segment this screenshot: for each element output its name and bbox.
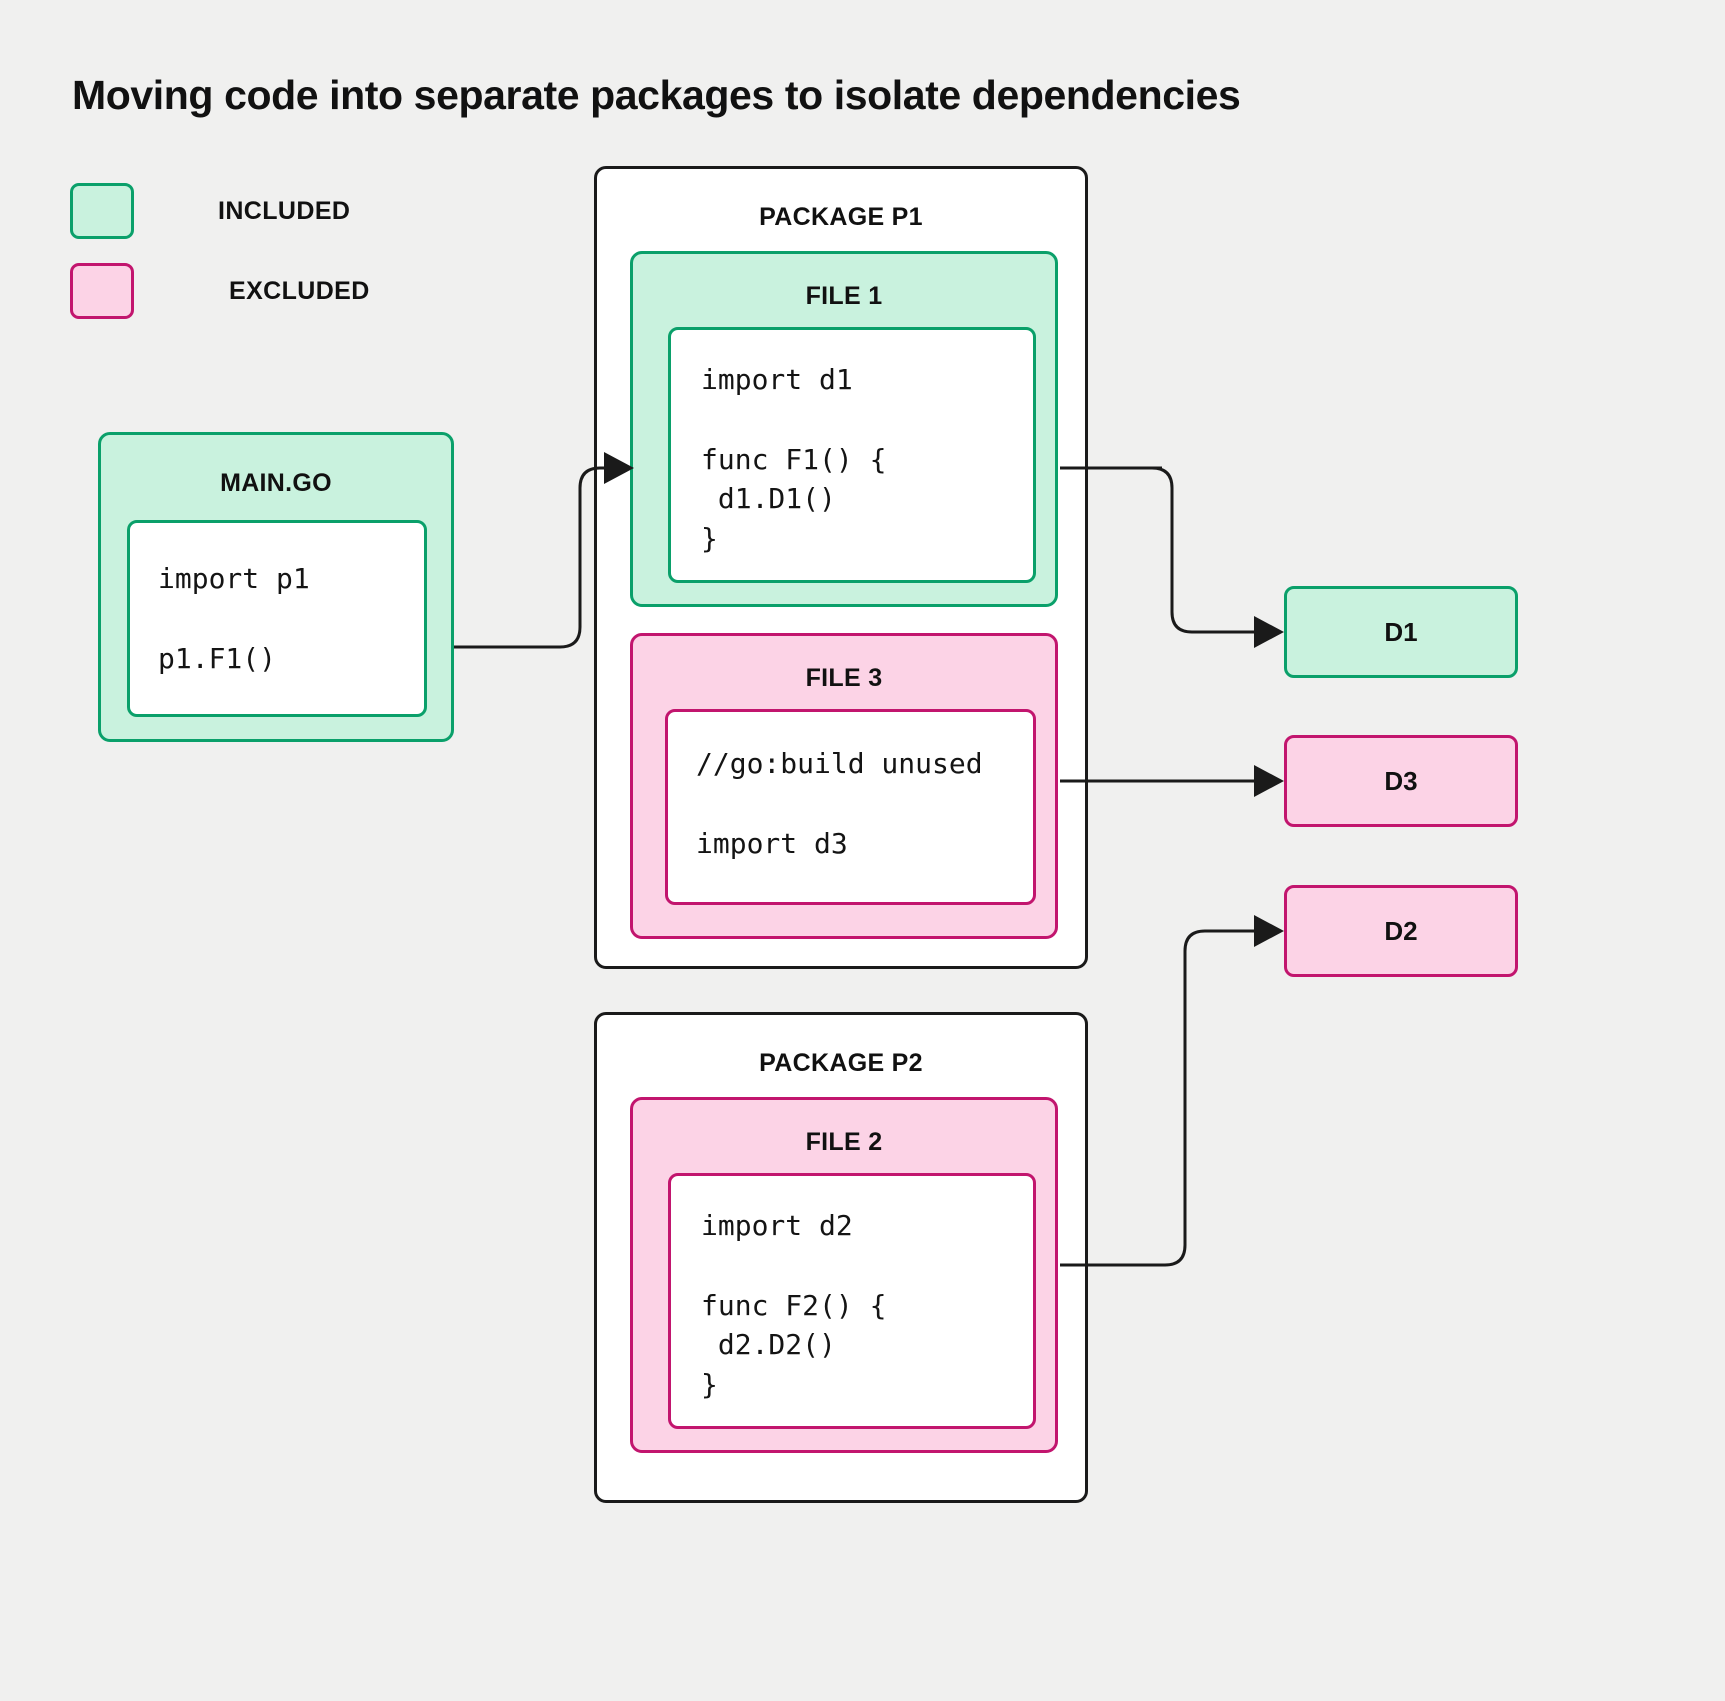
node-file-1-code-box: import d1 func F1() { d1.D1() } [668,327,1036,583]
legend-swatch-excluded-icon [70,263,134,319]
node-main-go: MAIN.GO import p1 p1.F1() [98,432,454,742]
node-dependency-d2-label: D2 [1384,915,1418,946]
page-title: Moving code into separate packages to is… [72,72,1241,118]
node-dependency-d3-label: D3 [1384,765,1418,796]
node-package-p2-title: PACKAGE P2 [759,1049,923,1077]
node-file-3: FILE 3 //go:build unused import d3 [630,633,1058,939]
node-file-1: FILE 1 import d1 func F1() { d1.D1() } [630,251,1058,607]
node-dependency-d1: D1 [1284,586,1518,678]
node-main-go-title: MAIN.GO [220,469,332,497]
edge-main-go-to-file-1 [454,452,634,649]
node-package-p1: PACKAGE P1 FILE 1 import d1 func F1() { … [594,166,1088,969]
legend-item-included: INCLUDED [70,180,370,242]
node-file-3-title: FILE 3 [805,664,883,692]
node-dependency-d1-label: D1 [1384,616,1418,647]
edge-file-3-to-d3 [1060,765,1284,797]
legend-item-excluded: EXCLUDED [70,260,370,322]
node-dependency-d2: D2 [1284,885,1518,977]
node-package-p1-title: PACKAGE P1 [759,203,923,231]
legend-swatch-included-icon [70,183,134,239]
legend: INCLUDED EXCLUDED [70,180,370,340]
node-file-2-title: FILE 2 [805,1128,883,1156]
legend-label-excluded: EXCLUDED [229,276,370,305]
node-file-1-code: import d1 func F1() { d1.D1() } [701,363,887,555]
legend-label-included: INCLUDED [218,196,351,225]
node-file-3-code-box: //go:build unused import d3 [665,709,1036,905]
node-package-p2: PACKAGE P2 FILE 2 import d2 func F2() { … [594,1012,1088,1503]
edge-file-1-to-d1 [1060,466,1284,648]
node-main-go-code-box: import p1 p1.F1() [127,520,427,717]
node-dependency-d3: D3 [1284,735,1518,827]
node-main-go-code: import p1 p1.F1() [158,562,310,675]
node-file-2-code: import d2 func F2() { d2.D2() } [701,1209,887,1401]
node-file-3-code: //go:build unused import d3 [696,747,983,860]
edge-file-2-to-d2 [1060,915,1284,1267]
node-file-2-code-box: import d2 func F2() { d2.D2() } [668,1173,1036,1429]
node-file-1-title: FILE 1 [805,282,883,310]
node-file-2: FILE 2 import d2 func F2() { d2.D2() } [630,1097,1058,1453]
